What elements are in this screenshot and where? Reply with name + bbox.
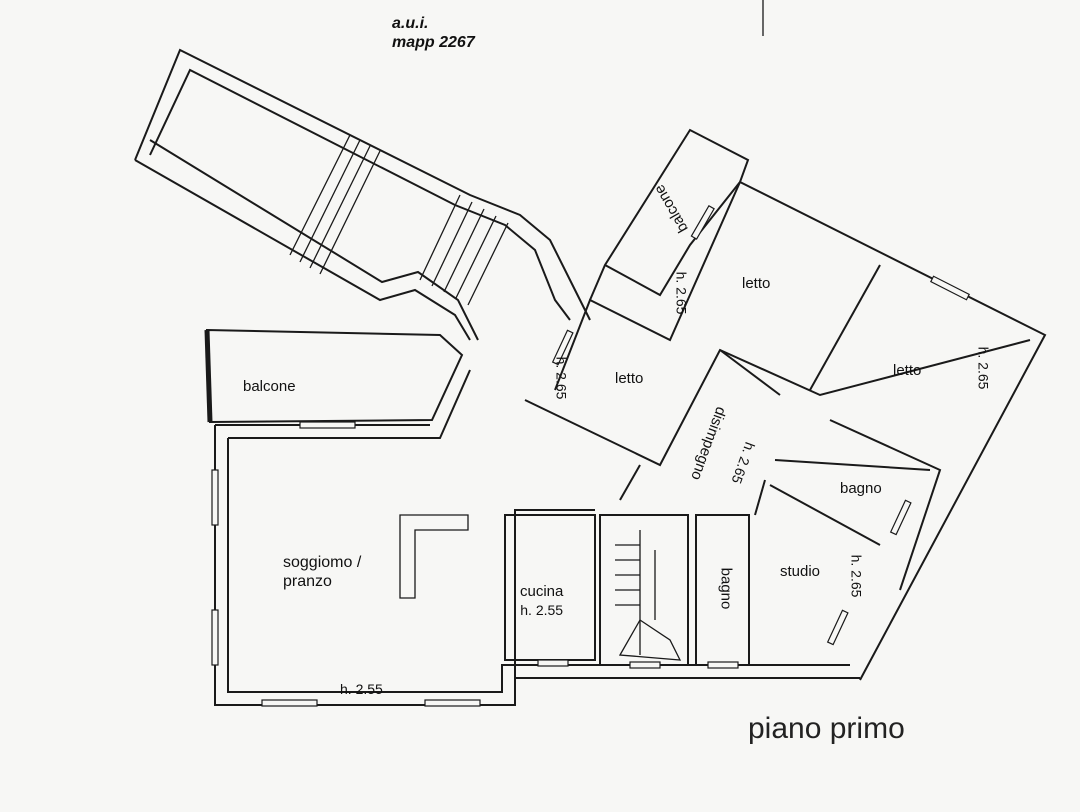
- room-letto-1: letto: [742, 275, 771, 292]
- room-studio: studio: [780, 563, 821, 580]
- room-cucina: cucina h. 2.55: [520, 582, 563, 620]
- room-letto-2: letto: [893, 362, 922, 379]
- room-letto-3: letto: [615, 370, 644, 387]
- header-label: a.u.i. mapp 2267: [392, 14, 475, 52]
- header-line2: mapp 2267: [392, 34, 475, 51]
- room-soggiorno: soggiomo / pranzo: [283, 553, 361, 591]
- cucina-label: cucina: [520, 583, 564, 600]
- room-balcone-left: balcone: [243, 378, 296, 395]
- cucina-height: h. 2.55: [520, 602, 564, 618]
- plan-title: piano primo: [748, 712, 905, 745]
- stair-corridor: [134, 48, 591, 341]
- height-letto-2: h. 2.65: [975, 346, 992, 390]
- room-bagno-2: bagno: [717, 567, 735, 610]
- height-soggiorno: h. 2.55: [340, 681, 383, 697]
- height-studio: h. 2.65: [848, 554, 865, 598]
- soggiorno-line2: pranzo: [283, 573, 332, 590]
- balcone-left-outline: [205, 328, 464, 424]
- right-block-walls: [589, 128, 1047, 681]
- header-line1: a.u.i.: [392, 15, 429, 32]
- height-letto-1: h. 2.65: [673, 271, 690, 315]
- soggiorno-line1: soggiomo /: [283, 554, 362, 571]
- room-bagno-1: bagno: [840, 480, 882, 497]
- height-letto-3: h. 2.65: [553, 356, 570, 400]
